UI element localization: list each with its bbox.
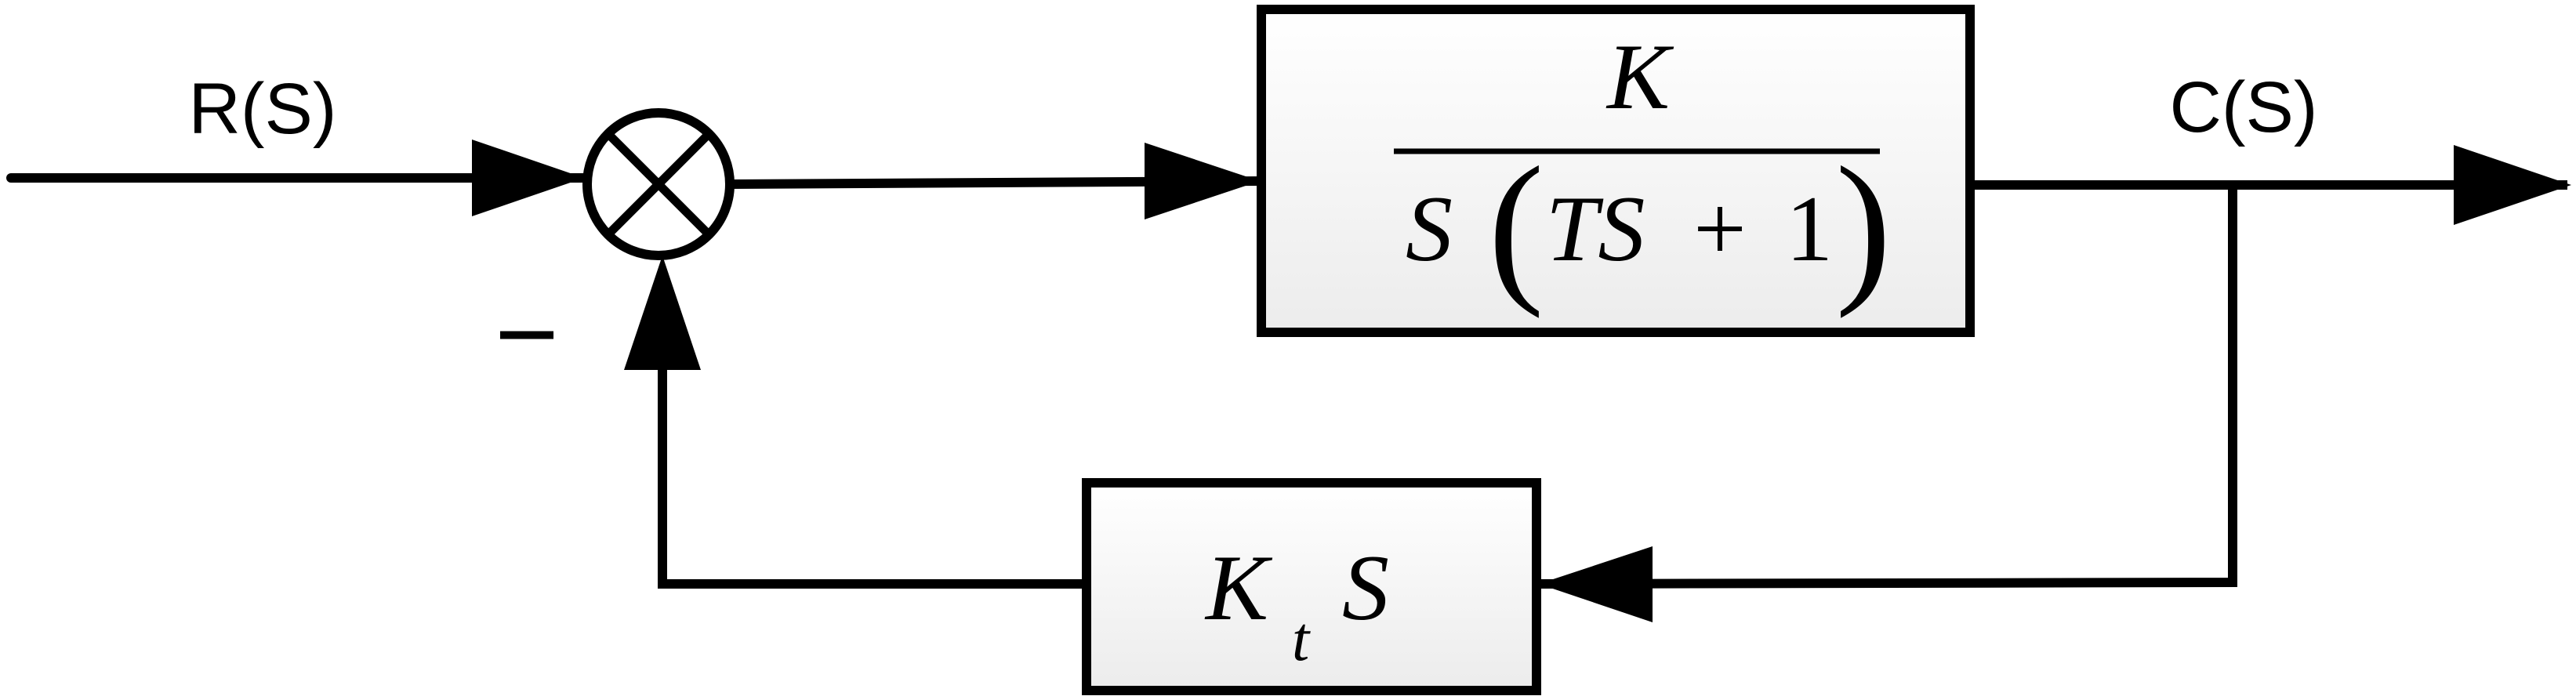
input-arrowhead	[472, 140, 584, 216]
forward-denominator: S ( TS + 1 )	[1406, 132, 1892, 319]
output-arrowhead	[2454, 145, 2571, 225]
feedback-block-label: K t S	[1204, 535, 1389, 674]
output-signal-label: C(S)	[2169, 67, 2317, 147]
feedback-block-input-arrowhead	[1539, 546, 1653, 622]
feedback-minus-sign: −	[495, 272, 559, 395]
forward-numerator-k: K	[1605, 24, 1674, 129]
forward-block-input-arrowhead	[1145, 143, 1260, 219]
input-signal-label: R(S)	[188, 69, 336, 149]
feedback-return-line	[658, 368, 1087, 589]
forward-transfer-block	[1257, 5, 1975, 337]
feedback-transfer-block	[1082, 478, 1541, 695]
feedback-takeoff-line	[1538, 185, 2237, 589]
summing-junction	[582, 108, 735, 260]
junction-feedback-arrowhead	[624, 256, 701, 370]
